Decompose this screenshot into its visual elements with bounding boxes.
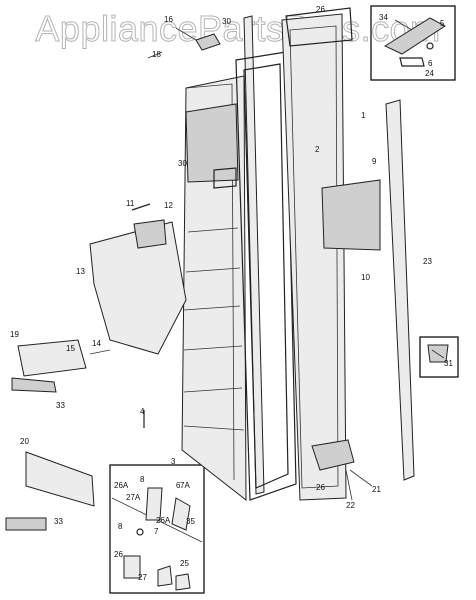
callout-34: 34 [379, 13, 388, 22]
callout-3: 3 [171, 457, 176, 466]
callout-21: 21 [372, 485, 381, 494]
door-gasket [235, 51, 297, 501]
callout-1: 1 [361, 111, 366, 120]
callout-30b: 30 [178, 159, 187, 168]
ice-bucket [89, 221, 187, 355]
dispenser-lever [131, 203, 151, 211]
callout-5: 5 [440, 19, 445, 28]
callout-7: 7 [154, 527, 159, 536]
tray-bracket [25, 451, 95, 507]
callout-27a: 27 [138, 573, 147, 582]
callout-20: 20 [20, 437, 29, 446]
callout-26e: 26A [156, 516, 171, 525]
door-side-trim [385, 99, 415, 481]
callout-33a: 33 [56, 401, 65, 410]
inset-bracket-box [419, 336, 459, 378]
callout-4: 4 [140, 407, 145, 416]
callout-9: 9 [372, 157, 377, 166]
callout-6a: 6 [428, 59, 433, 68]
inset-door-stop-box [109, 464, 205, 594]
callout-26a: 26 [316, 5, 325, 14]
callout-19: 19 [10, 330, 19, 339]
callout-13: 13 [76, 267, 85, 276]
callout-14: 14 [92, 339, 101, 348]
door-insulation-panel [321, 179, 381, 251]
callout-6b: 6 [176, 481, 181, 490]
callout-26c: 26 [114, 550, 123, 559]
spring-part [89, 349, 111, 355]
callout-15: 15 [66, 344, 75, 353]
outer-door-panel [281, 7, 353, 501]
callout-26d: 26A [114, 481, 129, 490]
callout-12: 12 [164, 201, 173, 210]
drip-tray [17, 339, 87, 377]
callout-23: 23 [423, 257, 432, 266]
callout-8b: 8 [118, 522, 123, 531]
callout-7a: 7A [180, 481, 190, 490]
callout-11: 11 [126, 199, 135, 208]
callout-30a: 30 [222, 17, 231, 26]
callout-8a: 8 [140, 475, 145, 484]
inset-hinge-box [370, 5, 456, 81]
callout-22: 22 [346, 501, 355, 510]
tray-pad-lower [5, 517, 47, 531]
callout-31: 31 [444, 359, 453, 368]
top-hinge [147, 27, 221, 59]
callout-35: 35 [186, 517, 195, 526]
tray-pad-upper [11, 377, 57, 393]
dispenser-cup [133, 219, 167, 249]
callout-16: 16 [164, 15, 173, 24]
callout-10: 10 [361, 273, 370, 282]
callout-25: 25 [180, 559, 189, 568]
door-liner [181, 75, 247, 502]
callout-26b: 26 [316, 483, 325, 492]
callout-27b: 27A [126, 493, 141, 502]
callout-33b: 33 [54, 517, 63, 526]
callout-2: 2 [315, 145, 320, 154]
callout-18: 18 [152, 50, 161, 59]
callout-24: 24 [425, 69, 434, 78]
callout-labels: 1 2 3 4 5 6 6 7 7A 8 8 9 10 11 12 13 14 … [10, 5, 453, 582]
bottom-hinge [311, 439, 373, 501]
